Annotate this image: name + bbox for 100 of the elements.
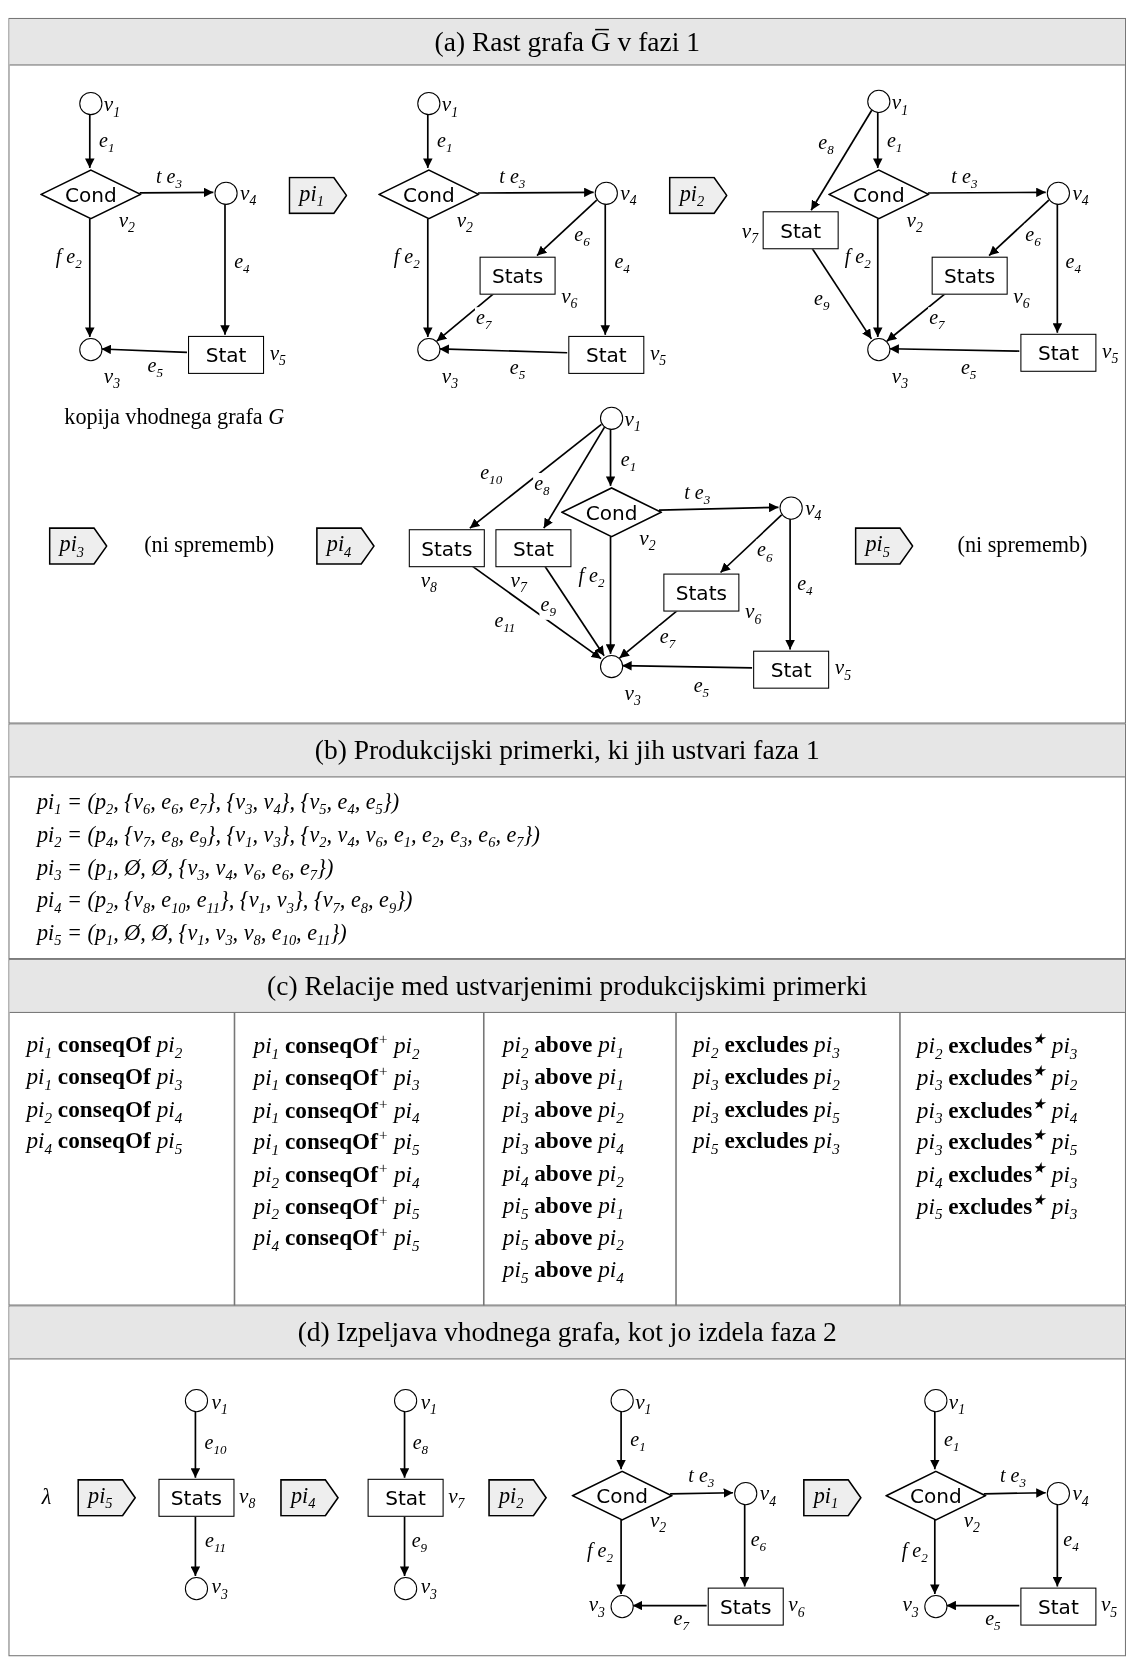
vertex-circle [867,338,891,362]
vertex-label: v$_{6}$ [561,283,578,313]
process-box: Stat [367,1478,444,1517]
vertex-label: v$_{7}$ [741,219,759,248]
arrow [945,1600,1021,1611]
relation-text: pi$_{4}$ conseqOf$^{+}$ pi$_{5}$ [253,1223,420,1256]
panel-heading: (c) Relacije med ustvarjenimi produkcijskimi primerki [9,960,1125,1013]
arrow [616,1410,626,1471]
vertex-label: v$_{4}$ [1072,1481,1089,1510]
vertex-label: v$_{5}$ [269,340,286,370]
process-box: Stat [1020,333,1097,372]
node-label: pi$_{1}$ [299,180,324,211]
arrow [85,113,95,169]
vertex-circle [599,406,624,430]
arrow [930,1410,940,1471]
arrow [600,203,610,336]
arrow [658,502,780,513]
relation-text: pi$_{3}$ excludes$^{★}$ pi$_{5}$ [916,1126,1078,1160]
arrow [190,1410,201,1479]
process-box: Stats [931,256,1008,295]
vertex-label: v$_{3}$ [211,1574,228,1603]
arrow [811,247,873,340]
node-label: pi$_{1}$ [813,1482,839,1513]
relation-text: pi$_{3}$ excludes$^{★}$ pi$_{4}$ [916,1094,1078,1128]
relation-text: pi$_{2}$ excludes$^{★}$ pi$_{3}$ [916,1030,1078,1063]
arrow [631,1600,708,1611]
node-label: Cond [852,182,905,206]
process-box: Stats [408,529,485,568]
arrow [190,1514,201,1577]
node-label: pi$_{5}$ [865,531,890,561]
node-label: Cond [596,1484,649,1508]
vertex-label: v$_{1}$ [103,92,121,121]
vertex-circle [214,181,238,205]
vertex-label: v$_{3}$ [588,1592,605,1621]
formula-line: pi$_{2}$ = (p$_{4}$, {v$_{7}$, e$_{8}$, e$_{9}$}, {v$_{1}$, v$_{3}$}, {v$_{2}$, v$_{4}$, v$_{6}$, e$_{1}$, e$_{2}$, e$_{3}$, e$_{6}$, e$_{7}$}) [36,821,540,852]
vertex-circle [184,1389,209,1413]
arrow [618,609,679,659]
vertex-label: v$_{6}$ [1013,283,1030,313]
relation-text: pi$_{1}$ conseqOf$^{+}$ pi$_{2}$ [253,1030,420,1063]
vertex-circle [924,1595,948,1619]
process-box: Stat [568,335,645,374]
vertex-label: v$_{2}$ [649,1507,667,1537]
arrow [85,217,95,338]
note-text: (ni sprememb) [144,531,275,559]
arrow [927,187,1047,198]
tag-shape [48,527,108,566]
relation-text: pi$_{4}$ excludes$^{★}$ pi$_{3}$ [916,1159,1078,1192]
arrow [423,113,433,169]
arrow [399,1410,410,1479]
vertex-label: v$_{1}$ [624,407,641,436]
vertex-circle [394,1577,418,1601]
vertex-label: v$_{5}$ [649,340,667,370]
process-box: Stats [158,1478,235,1517]
vertex-label: v$_{4}$ [805,495,822,525]
relation-text: pi$_{5}$ excludes pi$_{3}$ [692,1127,840,1159]
vertex-circle [610,1389,634,1413]
process-box: Stat [495,529,572,568]
arrow [1052,203,1063,334]
node-label: pi$_{4}$ [290,1482,316,1513]
process-box: Stat [188,335,265,374]
vertex-label: v$_{4}$ [759,1481,777,1510]
arrow [438,344,569,354]
formula-line: pi$_{4}$ = (p$_{2}$, {v$_{8}$, e$_{10}$, e$_{11}$}, {v$_{1}$, v$_{3}$}, {v$_{7}$, e$_{8}$, e$_{9}$}) [36,887,413,917]
relation-text: pi$_{5}$ excludes$^{★}$ pi$_{3}$ [916,1191,1078,1224]
relation-text: pi$_{2}$ excludes pi$_{3}$ [692,1031,840,1063]
vertex-label: v$_{8}$ [420,567,437,597]
vertex-label: v$_{5}$ [834,655,852,684]
arrow [982,1488,1047,1498]
relation-text: pi$_{3}$ above pi$_{2}$ [502,1095,624,1127]
tag-shape [488,1478,548,1517]
process-box: Stat [753,650,830,689]
vertex-label: v$_{1}$ [891,90,909,119]
formula-line: pi$_{5}$ = (p$_{1}$, Ø, Ø, {v$_{1}$, v$_{3}$, v$_{8}$, e$_{10}$, e$_{11}$}) [36,919,347,950]
node-label: pi$_{2}$ [679,180,705,211]
vertex-label: v$_{2}$ [639,525,656,554]
vertex-label: v$_{4}$ [240,181,257,210]
arrow [605,428,616,487]
vertex-label: v$_{1}$ [441,92,459,121]
vertex-label: v$_{6}$ [788,1592,805,1621]
arrow [536,199,598,257]
note-text: (ni sprememb) [957,531,1088,559]
arrow [988,199,1050,257]
arrow [435,292,495,342]
arrow [621,661,753,671]
arrow [930,1519,940,1595]
formula-line: pi$_{1}$ = (p$_{2}$, {v$_{6}$, e$_{6}$, e$_{7}$}, {v$_{3}$, v$_{4}$}, {v$_{5}$, e$_{4}$, e$_{5}$}) [36,788,400,819]
vertex-circle [867,89,891,113]
vertex-label: v$_{7}$ [448,1483,465,1513]
panel-heading: (a) Rast grafa G̅ v fazi 1 [9,19,1125,66]
vertex-label: v$_{5}$ [1100,1592,1118,1621]
relation-text: pi$_{1}$ conseqOf pi$_{3}$ [26,1063,183,1095]
arrow [719,514,783,574]
node-label: pi$_{4}$ [326,531,352,561]
vertex-label: v$_{2}$ [906,207,923,237]
relation-text: pi$_{4}$ conseqOf pi$_{5}$ [26,1127,183,1159]
arrow [1052,1503,1063,1588]
formula-symbol: λ [41,1483,52,1510]
vertex-circle [734,1481,758,1506]
relation-text: pi$_{3}$ excludes$^{★}$ pi$_{2}$ [916,1062,1078,1096]
vertex-label: v$_{3}$ [624,680,641,710]
